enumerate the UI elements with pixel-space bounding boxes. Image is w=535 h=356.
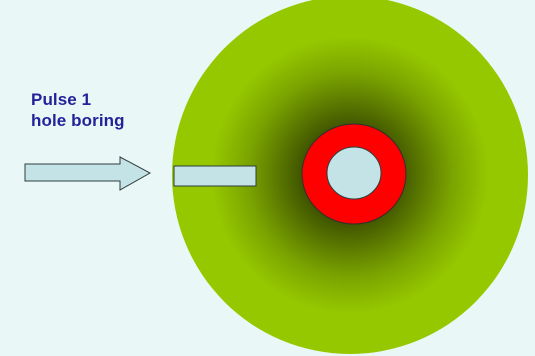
pulse-annotation: Pulse 1 hole boring bbox=[31, 89, 125, 131]
pulse-arrow-icon bbox=[24, 156, 152, 191]
pulse-label: Pulse 1 bbox=[31, 90, 92, 109]
hole-boring-label: hole boring bbox=[31, 111, 125, 130]
core-circle bbox=[326, 146, 382, 200]
bored-channel bbox=[173, 165, 257, 187]
